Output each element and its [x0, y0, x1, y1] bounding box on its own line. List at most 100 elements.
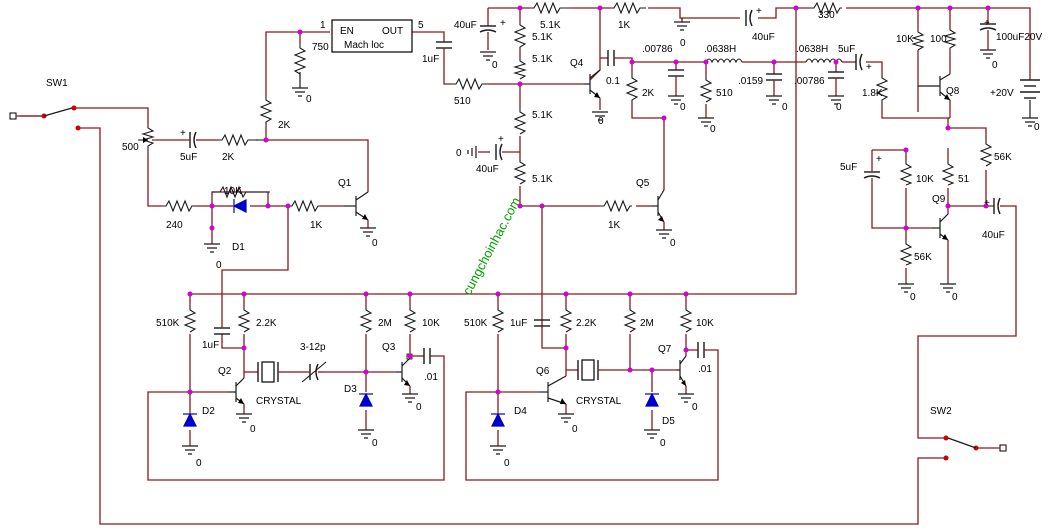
resistor-5k1-top	[530, 1, 570, 15]
label-plus: +	[498, 134, 504, 145]
junction-dots	[187, 5, 991, 395]
diode-d4	[491, 402, 505, 427]
transistor-q8	[918, 73, 951, 119]
label-r-5k1-top: 5.1K	[540, 20, 561, 31]
label-r-2k-v: 2K	[278, 120, 291, 131]
label-gnd: 0	[306, 94, 312, 105]
label-gnd: 0	[598, 116, 604, 127]
label-r-100: 100	[930, 34, 947, 45]
label-r-2m-right: 2M	[640, 318, 654, 329]
label-sw1: SW1	[46, 78, 68, 89]
switch-sw1[interactable]	[9, 105, 81, 131]
label-r-1k-q5: 1K	[608, 220, 621, 231]
label-gnd: 0	[992, 60, 998, 71]
label-r-1k-top: 1K	[618, 20, 631, 31]
label-c-0159: .0159	[738, 76, 763, 87]
label-c-5uf-l: 5uF	[838, 44, 855, 55]
resistor-1k-top	[610, 1, 646, 15]
battery-20v	[1020, 79, 1040, 99]
label-gnd: 0	[372, 438, 378, 449]
label-q8: Q8	[946, 86, 960, 97]
label-r-10k-q8: 10K	[896, 34, 914, 45]
label-c-3-12p: 3-12p	[300, 342, 326, 353]
label-gnd: 0	[660, 438, 666, 449]
label-plus: +	[180, 128, 186, 139]
resistor-2k-horizontal	[218, 133, 258, 147]
label-r-5k1-b: 5.1K	[532, 54, 553, 65]
label-q5: Q5	[636, 178, 650, 189]
capacitors	[170, 9, 1004, 383]
label-plus: +	[876, 154, 882, 165]
label-c-01-left: .01	[424, 372, 438, 383]
label-q7: Q7	[658, 344, 672, 355]
label-r-5k1-c: 5.1K	[532, 110, 553, 121]
label-gnd: 0	[680, 102, 686, 113]
resistor-5k1-d	[513, 158, 527, 185]
label-q9: Q9	[932, 194, 946, 205]
mach-loc-block	[331, 19, 413, 53]
resistor-750	[293, 44, 307, 78]
resistor-2m-right	[623, 306, 637, 333]
label-r-2k2-right: 2.2K	[576, 318, 597, 329]
diode-d5	[645, 392, 659, 407]
resistor-2k2-left	[237, 306, 251, 333]
transistor-q7	[676, 350, 687, 387]
label-gnd: 0	[504, 458, 510, 469]
label-d1: D1	[232, 242, 245, 253]
switch-sw2[interactable]	[943, 435, 1007, 461]
label-gnd: 0	[416, 402, 422, 413]
label-gnd: 0	[216, 260, 222, 271]
transistor-q1	[344, 191, 369, 221]
label-c-1uf-right: 1uF	[510, 318, 527, 329]
label-c-40uf-top: 40uF	[752, 32, 775, 43]
resistor-330	[810, 1, 842, 15]
label-d3: D3	[344, 384, 357, 395]
label-c-5uf-in: 5uF	[180, 152, 197, 163]
label-d4: D4	[514, 406, 527, 417]
resistor-5k1-a	[513, 22, 527, 50]
grounds	[182, 18, 1038, 455]
label-r-330: 330	[818, 10, 835, 21]
label-d5: D5	[662, 416, 675, 427]
label-plus: +	[500, 18, 506, 29]
label-plus: +	[866, 62, 872, 73]
label-out: OUT	[382, 26, 403, 37]
watermark: cungchoinhac.com	[459, 195, 523, 298]
label-plus: +	[984, 198, 990, 209]
resistor-10k-q1	[212, 185, 270, 199]
diode-d1	[228, 199, 247, 213]
resistor-51	[941, 160, 955, 186]
label-gnd: 0	[836, 102, 842, 113]
label-c-100uf: 100uF20V	[996, 32, 1042, 43]
resistor-10k-q3	[403, 306, 417, 333]
label-r-510k-right: 510K	[464, 318, 488, 329]
label-r-10k-q9: 10K	[916, 174, 934, 185]
label-r-10k-q7: 10K	[696, 318, 714, 329]
resistor-1k-q5	[600, 199, 632, 213]
label-gnd: 0	[492, 60, 498, 71]
transistor-q4	[584, 69, 601, 110]
label-q6: Q6	[536, 366, 550, 377]
label-q1: Q1	[338, 178, 352, 189]
label-gnd: 0	[952, 292, 958, 303]
label-r-5k1-d: 5.1K	[532, 174, 553, 185]
inductor-0638h-a	[705, 58, 743, 64]
label-r-750: 750	[312, 42, 329, 53]
label-c-00786-b: .00786	[794, 76, 825, 87]
label-gnd: 0	[572, 424, 578, 435]
label-crystal-right: CRYSTAL	[576, 396, 622, 407]
label-c-1uf-top: 1uF	[422, 54, 439, 65]
resistor-56k-top	[979, 140, 993, 167]
label-r-2k-q4: 2K	[642, 88, 655, 99]
label-c-40uf-a: 40uF	[454, 20, 477, 31]
label-r-2m-left: 2M	[378, 318, 392, 329]
label-gnd: 0	[250, 424, 256, 435]
label-gnd: 0	[710, 124, 716, 135]
label-r-56k-top: 56K	[994, 152, 1012, 163]
resistor-5k1-b	[513, 58, 527, 80]
transistor-q9	[932, 206, 949, 241]
label-gnd: 0	[680, 38, 686, 49]
crystals	[257, 359, 606, 383]
